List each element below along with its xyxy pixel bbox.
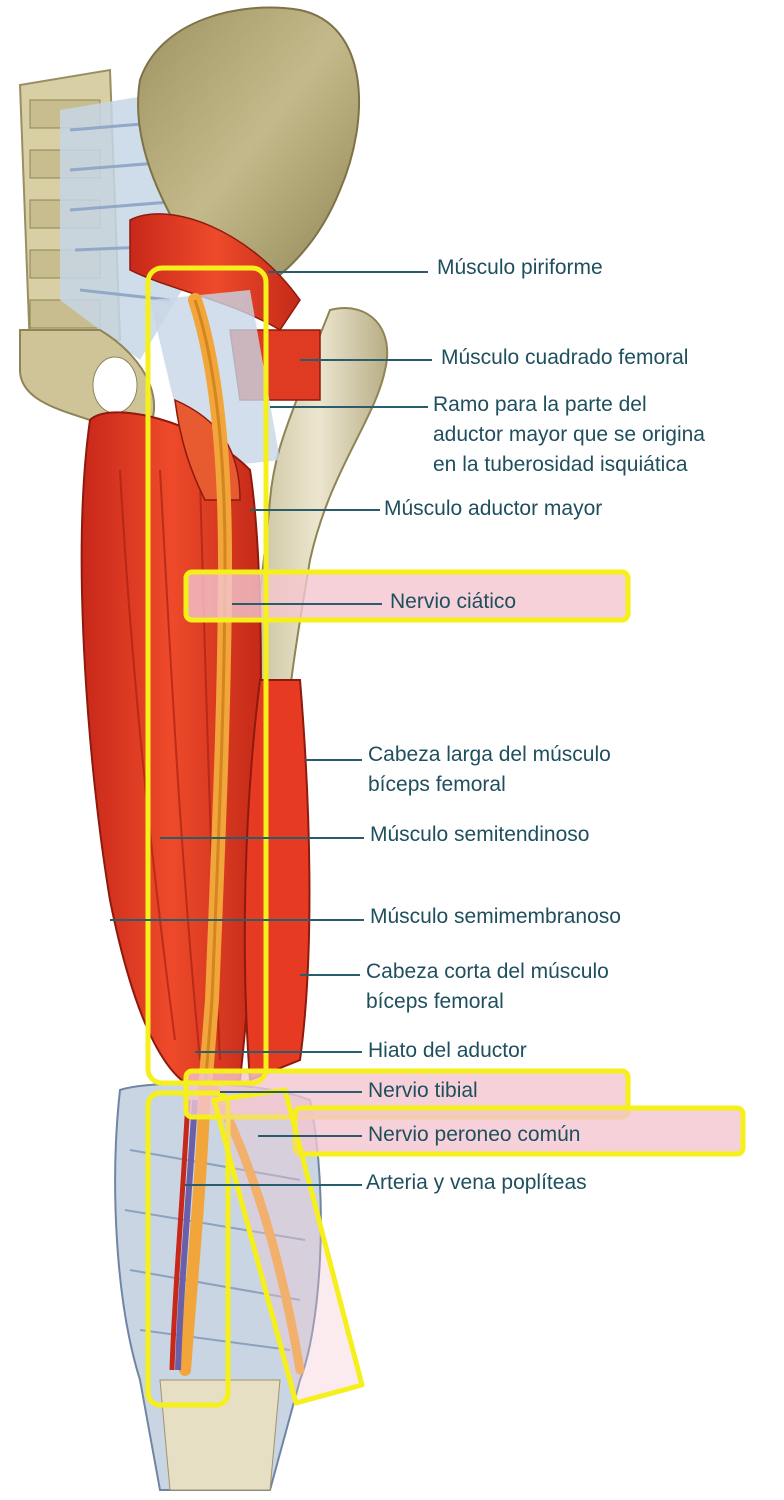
label-musculo-aductor-mayor: Músculo aductor mayor: [384, 497, 603, 520]
highlight-tibial-course: [145, 1090, 231, 1408]
highlight-sciatic-nerve-label: [183, 569, 631, 623]
hamstring-muscles: [80, 411, 262, 1092]
highlight-peroneal-course: [211, 1087, 365, 1406]
tibial-nerve: [179, 1084, 211, 1376]
label-cabeza-larga-line-1: Cabeza larga del músculo: [368, 743, 611, 766]
label-hiato-del-aductor: Hiato del aductor: [368, 1039, 527, 1062]
piriformis-muscle: [129, 213, 301, 332]
label-cabeza-larga-line-2: bíceps femoral: [368, 773, 506, 796]
label-nervio-ciatico: Nervio ciático: [390, 590, 517, 613]
popliteal-vessels: [175, 1099, 198, 1371]
label-cabeza-corta-line-2: bíceps femoral: [366, 990, 504, 1013]
label-musculo-piriforme: Músculo piriforme: [437, 256, 603, 279]
label-musculo-cuadrado-femoral: Músculo cuadrado femoral: [441, 346, 689, 369]
label-musculo-semitendinoso: Músculo semitendinoso: [370, 823, 590, 846]
label-arteria-y-vena-popliteas: Arteria y vena poplíteas: [366, 1171, 587, 1194]
label-nervio-tibial: Nervio tibial: [368, 1079, 478, 1102]
label-cabeza-corta-line-1: Cabeza corta del músculo: [366, 960, 609, 983]
label-nervio-peroneo-comun: Nervio peroneo común: [368, 1123, 581, 1146]
tibia-bone: [159, 1379, 281, 1491]
label-musculo-semimembranoso: Músculo semimembranoso: [370, 905, 621, 928]
label-ramo-line-2: aductor mayor que se origina: [433, 423, 705, 446]
leader-lines: [110, 271, 432, 1186]
label-ramo-line-1: Ramo para la parte del: [433, 393, 647, 416]
highlight-sciatic-course: [145, 265, 269, 1086]
biceps-femoris-muscle: [243, 679, 311, 1082]
label-ramo-line-3: en la tuberosidad isquiática: [433, 453, 688, 476]
highlight-boxes: [145, 265, 746, 1408]
